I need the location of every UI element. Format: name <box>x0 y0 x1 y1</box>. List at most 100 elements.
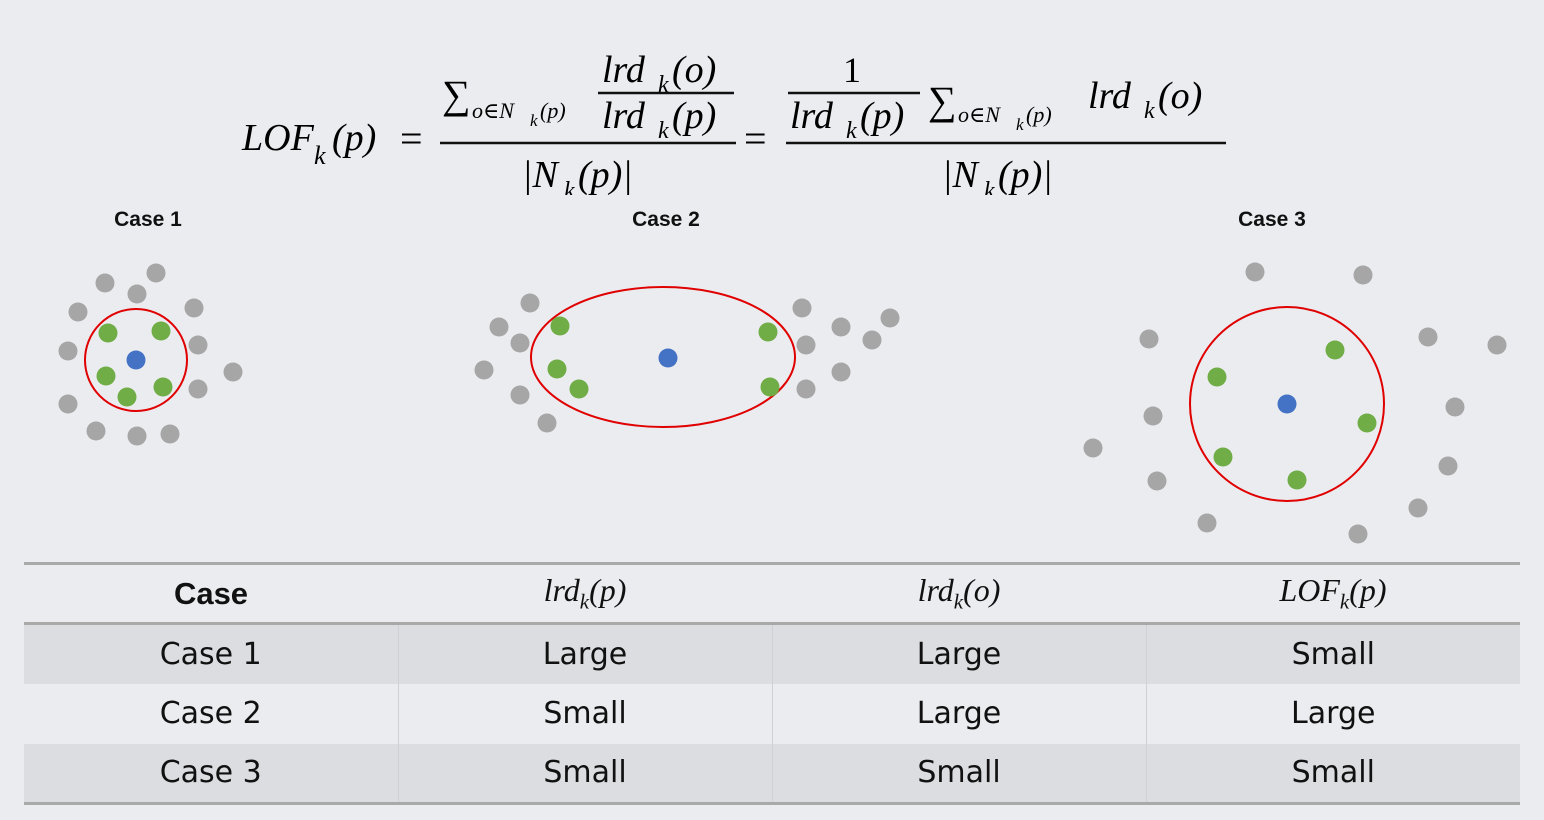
formula-lrd-p-2: lrd <box>790 95 834 137</box>
case-2-other-point <box>792 298 812 318</box>
lof-formula-svg: LOF k (p) = ∑ o∈N k (p) lrd k (o) lrd k … <box>241 49 1226 204</box>
formula-lrd-p-den-k: k <box>658 118 669 144</box>
lof-formula: LOF k (p) = ∑ o∈N k (p) lrd k (o) lrd k … <box>0 20 1544 204</box>
case-1-neighbor-point <box>117 387 137 407</box>
case-1-other-point <box>184 298 204 318</box>
case-1-other-point <box>68 302 88 322</box>
case-3-query-point <box>1277 394 1297 414</box>
formula-lrd-p-2-k: k <box>846 118 857 144</box>
case-3-other-point <box>1197 513 1217 533</box>
case-3-other-point <box>1418 327 1438 347</box>
case-2-other-point <box>796 335 816 355</box>
formula-lrd-o-2-k: k <box>1144 98 1155 124</box>
header-lrd-p: lrdk(p) <box>398 562 772 625</box>
case-2-other-point <box>489 317 509 337</box>
case-2-neighborhood-ellipse <box>530 286 796 428</box>
case-1-other-point <box>127 426 147 446</box>
case-1-other-point <box>58 341 78 361</box>
case-3-other-point <box>1353 265 1373 285</box>
case-2-neighbor-point <box>547 359 567 379</box>
case-1-neighbor-point <box>96 366 116 386</box>
case-3-other-point <box>1445 397 1465 417</box>
case-comparison-table: Case lrdk(p) lrdk(o) LOFk(p) Case 1 Larg… <box>24 562 1520 805</box>
formula-lrd-o-num-arg: (o) <box>672 49 716 91</box>
formula-lof-arg: (p) <box>332 117 376 159</box>
table-row: Case 2 Small Large Large <box>24 683 1520 744</box>
case-2-other-point <box>831 362 851 382</box>
case-3-other-point <box>1348 524 1368 544</box>
formula-lrd-o-num-k: k <box>658 72 669 98</box>
case-1-query-point <box>126 350 146 370</box>
formula-sum-sub-2: o∈N <box>958 102 1001 127</box>
case-2-other-point <box>796 379 816 399</box>
case-1-other-point <box>188 379 208 399</box>
table-cell: Case 3 <box>24 743 398 805</box>
case-2-other-point <box>474 360 494 380</box>
case-3-neighbor-point <box>1207 367 1227 387</box>
case-2-neighbor-point <box>758 322 778 342</box>
case-3-neighbor-point <box>1213 447 1233 467</box>
formula-sum-sub-p-1: (p) <box>540 98 566 123</box>
case-1-other-point <box>146 263 166 283</box>
formula-sum-sub-k-1: k <box>530 111 538 130</box>
formula-lof-sub: k <box>314 141 326 170</box>
formula-denominator-2: |N <box>942 154 980 195</box>
case-3-other-point <box>1408 498 1428 518</box>
table-cell: Large <box>771 683 1146 744</box>
case-1-neighbor-point <box>98 323 118 343</box>
case-1-other-point <box>95 273 115 293</box>
case-3-neighborhood-circle <box>1189 306 1385 502</box>
table-cell: Small <box>397 743 772 805</box>
case-diagrams-svg <box>58 262 1507 544</box>
case-2-other-point <box>862 330 882 350</box>
case-1-other-point <box>188 335 208 355</box>
case-1-other-point <box>127 284 147 304</box>
case-2-other-point <box>537 413 557 433</box>
formula-equals-2: = <box>744 116 767 161</box>
case-1-neighbor-point <box>153 377 173 397</box>
case-2-title: Case 2 <box>632 208 700 231</box>
case-2-neighbor-point <box>760 377 780 397</box>
case-3-other-point <box>1147 471 1167 491</box>
table-cell: Small <box>771 743 1146 805</box>
case-3-neighbor-point <box>1325 340 1345 360</box>
formula-lrd-p-2-arg: (p) <box>860 95 904 137</box>
case-3-title: Case 3 <box>1238 208 1306 231</box>
table-cell: Large <box>397 623 772 684</box>
formula-lrd-o-2: lrd <box>1088 75 1132 117</box>
formula-lrd-o-2-arg: (o) <box>1158 75 1202 117</box>
header-lrd-o: lrdk(o) <box>772 562 1146 625</box>
case-3-other-point <box>1438 456 1458 476</box>
formula-sum-sub-k-2: k <box>1016 115 1024 134</box>
case-3-other-point <box>1139 329 1159 349</box>
formula-denominator-1-k: k <box>564 178 575 195</box>
formula-lrd-p-den-arg: (p) <box>672 95 716 137</box>
formula-denominator-2-end: (p)| <box>998 154 1053 195</box>
table-cell: Case 1 <box>159 636 262 672</box>
case-3-other-point <box>1083 438 1103 458</box>
case-diagrams <box>0 240 1544 560</box>
formula-sum-sub-p-2: (p) <box>1026 102 1052 127</box>
formula-sum-2: ∑ <box>928 78 957 123</box>
case-1-neighborhood-circle <box>84 308 188 412</box>
table-cell: Small <box>1145 743 1520 805</box>
case-3-neighbor-point <box>1357 413 1377 433</box>
case-1-title: Case 1 <box>114 208 182 231</box>
formula-denominator-1: |N <box>522 154 560 195</box>
case-3-other-point <box>1487 335 1507 355</box>
case-2-other-point <box>510 333 530 353</box>
table-cell: Large <box>1145 683 1520 744</box>
formula-one: 1 <box>843 50 861 90</box>
formula-lrd-o-num: lrd <box>602 49 646 91</box>
case-3-other-point <box>1143 406 1163 426</box>
case-2-query-point <box>658 348 678 368</box>
table-cell: Small <box>397 683 772 744</box>
table-cell: Large <box>771 623 1146 684</box>
formula-sum-1: ∑ <box>442 72 471 117</box>
formula-lrd-p-den: lrd <box>602 95 646 137</box>
case-1-other-point <box>86 421 106 441</box>
case-2-other-point <box>831 317 851 337</box>
case-1-other-point <box>160 424 180 444</box>
case-3-neighbor-point <box>1287 470 1307 490</box>
formula-lof: LOF <box>241 117 315 159</box>
